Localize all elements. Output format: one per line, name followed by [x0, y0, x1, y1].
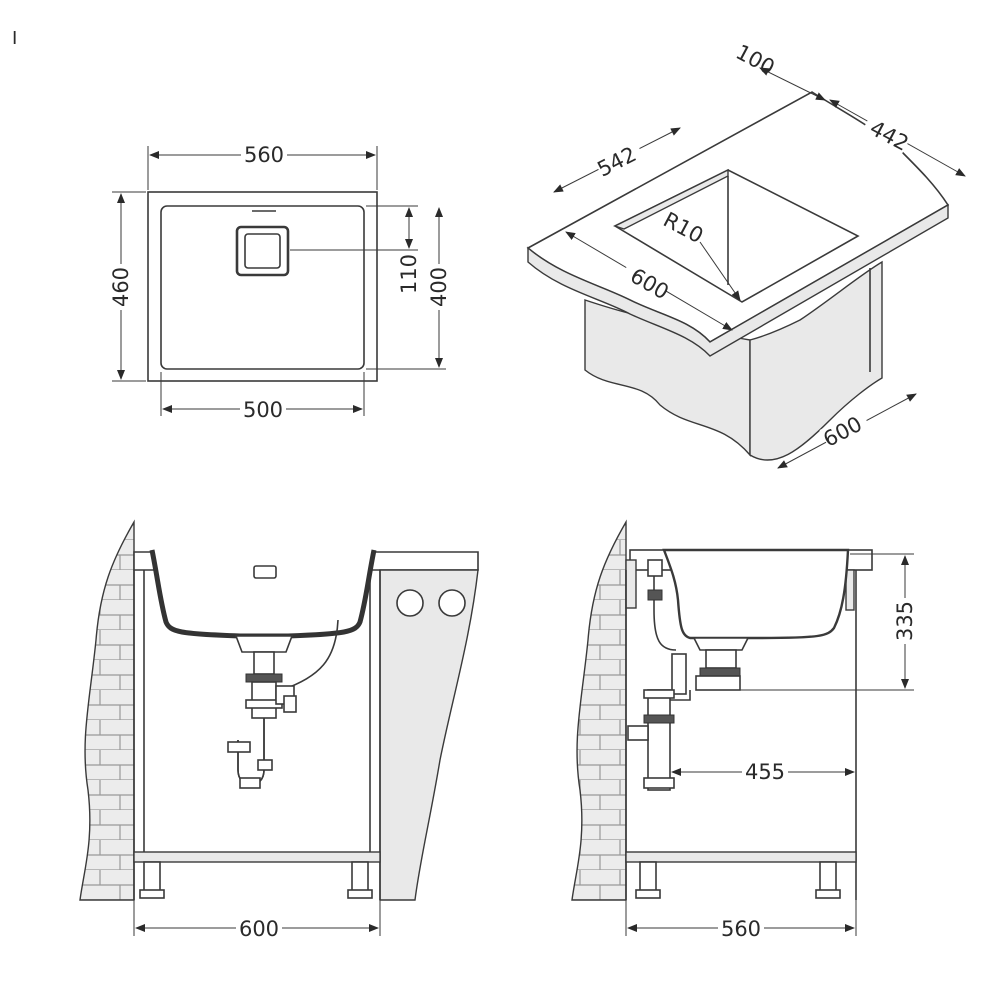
dim-outer-depth: 460 [109, 267, 133, 307]
side-waste-pipe [647, 689, 671, 791]
brick-wall-front [79, 519, 135, 901]
brick-wall-side [571, 519, 627, 901]
side-view: 335 455 560 [571, 519, 917, 941]
front-cabinet-panel [379, 569, 479, 901]
corner-mark: I [12, 28, 17, 49]
drain-square-outer [235, 225, 290, 277]
dim-cabinet-width: 600 [239, 917, 279, 941]
dim-cabinet-depth-side: 560 [721, 917, 761, 941]
dim-inner-width: 500 [243, 398, 283, 422]
iso-view: 100 442 542 R10 600 600 [526, 40, 966, 469]
sink-inner-bowl [160, 205, 365, 370]
front-cabinet-base [133, 851, 381, 863]
side-sink-bowl [662, 548, 850, 640]
dim-arrow-100 [759, 67, 826, 101]
top-view: 560 500 460 110 400 [109, 143, 451, 422]
front-drain [234, 635, 294, 653]
front-sink-bowl [149, 549, 377, 639]
side-overflow-pipe [653, 572, 677, 651]
front-view: 600 [79, 519, 479, 941]
dim-drain-offset: 110 [397, 254, 421, 294]
dim-inner-depth: 400 [427, 267, 451, 307]
pipe-hole-left [396, 589, 424, 617]
drain-square-inner [244, 233, 281, 269]
side-cabinet-base [625, 851, 857, 863]
front-overflow [253, 565, 277, 579]
dim-outer-width: 560 [244, 143, 284, 167]
dim-drain-distance: 455 [745, 760, 785, 784]
sink-outer-outline [147, 191, 378, 382]
pipe-hole-right [438, 589, 466, 617]
dim-bowl-depth: 335 [893, 601, 917, 641]
